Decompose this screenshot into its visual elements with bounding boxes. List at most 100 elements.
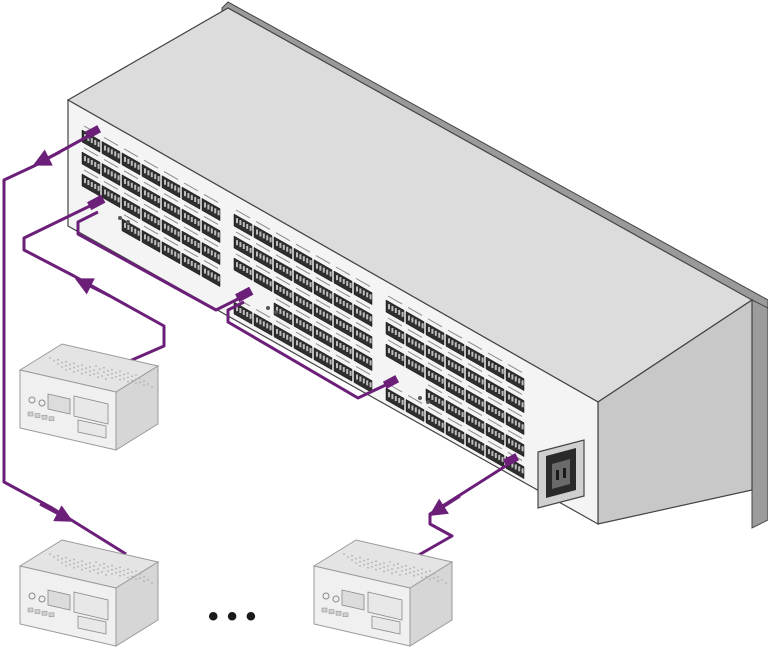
terminal-pin bbox=[107, 191, 110, 197]
terminal-label bbox=[143, 181, 159, 191]
terminal-label bbox=[275, 298, 291, 308]
terminal-pin bbox=[94, 183, 97, 189]
terminal-pin bbox=[336, 341, 338, 347]
terminal-label bbox=[123, 192, 139, 202]
terminal-pin bbox=[289, 292, 292, 298]
terminal-pin bbox=[190, 239, 193, 245]
vent-dot bbox=[123, 377, 125, 380]
terminal-pin bbox=[491, 363, 494, 369]
terminal-label bbox=[255, 220, 271, 230]
terminal-label bbox=[295, 309, 311, 319]
terminal-pin bbox=[451, 428, 454, 434]
knob-icon bbox=[322, 592, 330, 600]
terminal-pin bbox=[401, 399, 404, 405]
terminal-label bbox=[507, 407, 523, 417]
terminal-pin bbox=[414, 363, 417, 369]
terminal-pin bbox=[518, 400, 521, 406]
terminal-pin bbox=[259, 253, 262, 259]
terminal-label bbox=[447, 351, 463, 361]
terminal-label bbox=[203, 193, 219, 203]
terminal-pin bbox=[114, 195, 117, 201]
vent-dot bbox=[147, 383, 149, 385]
terminal-pin bbox=[214, 274, 217, 280]
terminal-pin bbox=[299, 276, 302, 282]
terminal-pin bbox=[438, 354, 441, 360]
vent-dot bbox=[61, 562, 63, 564]
terminal-pin bbox=[117, 197, 120, 203]
terminal-label bbox=[275, 254, 291, 264]
vent-dot bbox=[111, 564, 113, 567]
terminal-pin bbox=[90, 160, 93, 166]
terminal-pin bbox=[207, 226, 210, 232]
vent-dot bbox=[143, 380, 145, 382]
terminal-pin bbox=[296, 296, 298, 302]
terminal-pin bbox=[441, 378, 444, 384]
vent-dot bbox=[77, 565, 79, 568]
terminal-pin bbox=[299, 320, 302, 326]
terminal-pin bbox=[256, 317, 258, 323]
terminal-pin bbox=[441, 334, 444, 340]
terminal-pin bbox=[177, 209, 180, 215]
terminal-pin bbox=[197, 198, 200, 204]
terminal-pin bbox=[316, 307, 318, 313]
terminal-pin bbox=[204, 202, 206, 208]
vent-dot bbox=[425, 575, 427, 578]
terminal-pin bbox=[204, 268, 206, 274]
terminal-pin bbox=[398, 309, 401, 315]
terminal-pin bbox=[104, 167, 106, 173]
cassette-window bbox=[73, 395, 109, 425]
terminal-pin bbox=[359, 288, 362, 294]
terminal-pin bbox=[242, 310, 245, 316]
vent-dot bbox=[73, 562, 75, 565]
terminal-pin bbox=[246, 267, 249, 273]
terminal-label bbox=[103, 158, 119, 168]
terminal-pin bbox=[458, 366, 461, 372]
terminal-pin bbox=[217, 232, 220, 238]
terminal-pin bbox=[421, 345, 424, 351]
terminal-label bbox=[427, 318, 443, 328]
terminal-pin bbox=[454, 408, 457, 414]
terminal-label bbox=[255, 308, 271, 318]
terminal-pin bbox=[302, 344, 305, 350]
terminal-pin bbox=[448, 382, 450, 388]
vent-dot bbox=[81, 364, 83, 367]
terminal-label bbox=[467, 429, 483, 439]
terminal-pin bbox=[431, 328, 434, 334]
vent-dot bbox=[53, 556, 55, 558]
terminal-pin bbox=[362, 290, 365, 296]
terminal-pin bbox=[521, 424, 524, 430]
vent-dot bbox=[119, 566, 121, 569]
vent-dot bbox=[65, 369, 67, 371]
terminal-pin bbox=[356, 308, 358, 314]
terminal-pin bbox=[359, 310, 362, 316]
vent-dot bbox=[143, 384, 145, 387]
vent-dot bbox=[127, 380, 129, 383]
terminal-label bbox=[427, 362, 443, 372]
terminal-pin bbox=[451, 406, 454, 412]
vent-dot bbox=[139, 577, 141, 580]
terminal-pin bbox=[434, 330, 437, 336]
terminal-pin bbox=[336, 297, 338, 303]
terminal-pin bbox=[342, 345, 345, 351]
terminal-pin bbox=[276, 262, 278, 268]
terminal-pin bbox=[259, 231, 262, 237]
terminal-pin bbox=[359, 332, 362, 338]
terminal-label bbox=[103, 136, 119, 146]
vent-dot bbox=[441, 579, 443, 581]
vent-dot bbox=[131, 571, 133, 574]
terminal-pin bbox=[316, 263, 318, 269]
terminal-pin bbox=[431, 350, 434, 356]
vent-dot bbox=[81, 368, 83, 371]
terminal-pin bbox=[282, 310, 285, 316]
terminal-pin bbox=[150, 238, 153, 244]
terminal-label bbox=[275, 276, 291, 286]
vent-dot bbox=[93, 569, 95, 572]
terminal-pin bbox=[511, 396, 514, 402]
terminal-pin bbox=[329, 315, 332, 321]
terminal-pin bbox=[239, 220, 242, 226]
matrix-switcher bbox=[66, 1, 768, 529]
terminal-pin bbox=[296, 340, 298, 346]
terminal-pin bbox=[501, 368, 504, 374]
terminal-pin bbox=[388, 326, 390, 332]
vent-dot bbox=[383, 562, 385, 564]
